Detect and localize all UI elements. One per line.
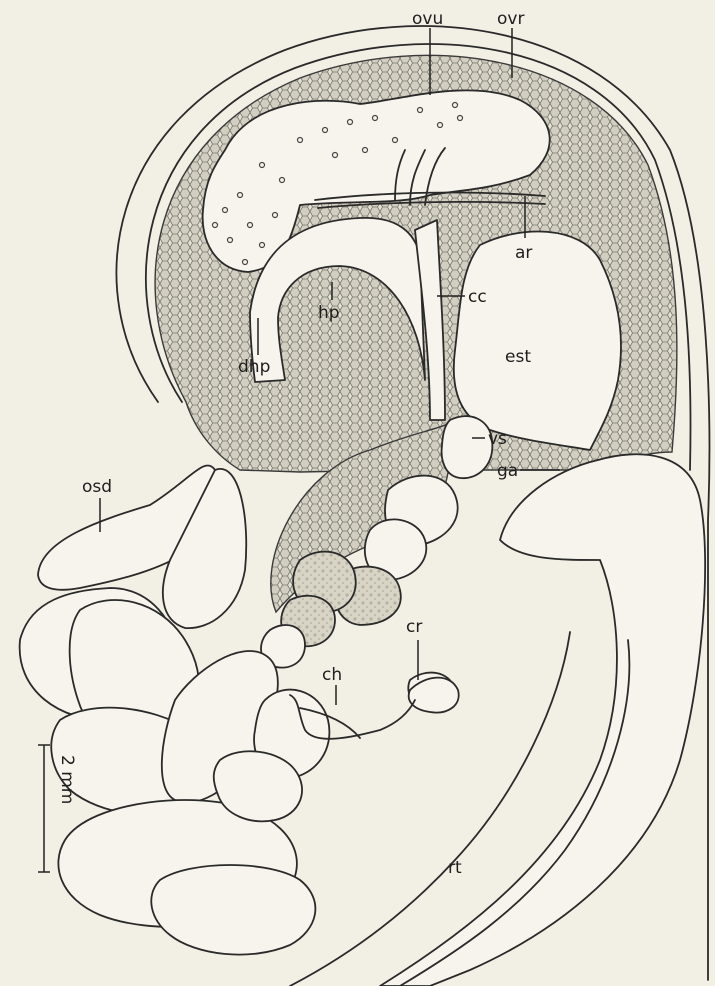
scale-bar — [38, 745, 50, 872]
label-ch: ch — [322, 665, 342, 685]
label-ga: ga — [497, 461, 518, 481]
label-cc: cc — [468, 287, 487, 307]
label-est: est — [505, 347, 531, 367]
label-hp: hp — [318, 303, 340, 323]
label-rt: rt — [448, 858, 462, 878]
label-ar: ar — [515, 243, 532, 263]
seminal-vesicle — [442, 416, 493, 478]
label-dhp: dhp — [238, 357, 270, 377]
label-ovu: ovu — [412, 9, 443, 29]
label-osd: osd — [82, 477, 112, 497]
scale-bar-label: 2 mm — [57, 755, 77, 804]
label-vs: vs — [488, 429, 507, 449]
stomach — [454, 231, 621, 450]
label-cr: cr — [406, 617, 422, 637]
label-ovr: ovr — [497, 9, 524, 29]
